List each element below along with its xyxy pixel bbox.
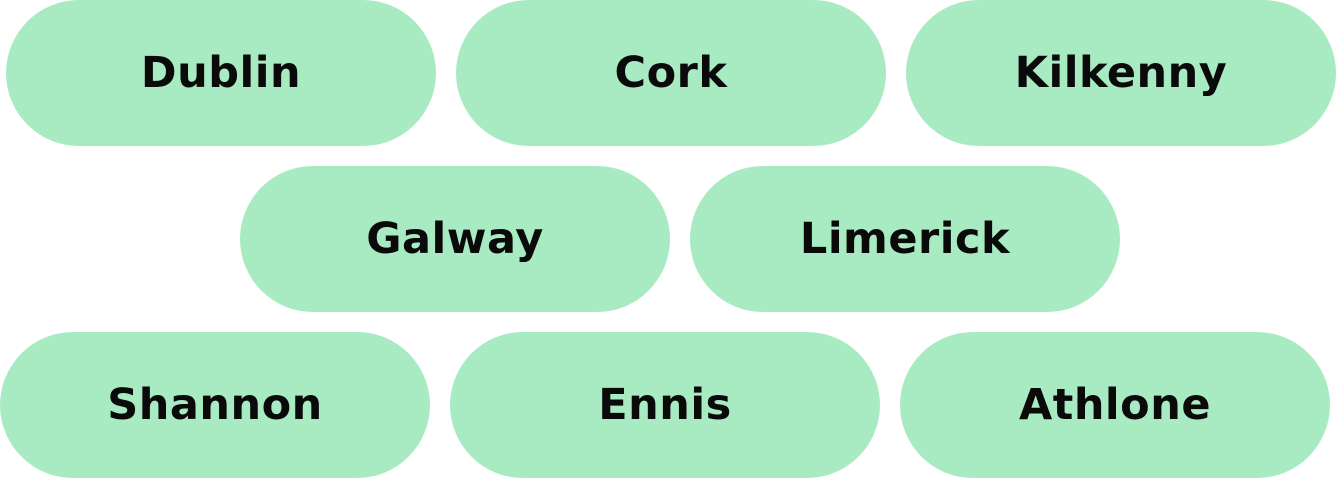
chip-label: Kilkenny bbox=[1014, 48, 1228, 98]
chip-label: Ennis bbox=[598, 380, 732, 430]
chip-athlone[interactable]: Athlone bbox=[900, 332, 1330, 478]
chip-label: Cork bbox=[614, 48, 728, 98]
chip-dublin[interactable]: Dublin bbox=[6, 0, 436, 146]
chip-cork[interactable]: Cork bbox=[456, 0, 886, 146]
chip-label: Limerick bbox=[799, 214, 1011, 264]
chip-limerick[interactable]: Limerick bbox=[690, 166, 1120, 312]
chip-label: Galway bbox=[366, 214, 544, 264]
chip-ennis[interactable]: Ennis bbox=[450, 332, 880, 478]
chip-kilkenny[interactable]: Kilkenny bbox=[906, 0, 1336, 146]
chip-label: Dublin bbox=[140, 48, 302, 98]
chip-label: Shannon bbox=[107, 380, 323, 430]
chip-galway[interactable]: Galway bbox=[240, 166, 670, 312]
chip-label: Athlone bbox=[1018, 380, 1211, 430]
chip-shannon[interactable]: Shannon bbox=[0, 332, 430, 478]
